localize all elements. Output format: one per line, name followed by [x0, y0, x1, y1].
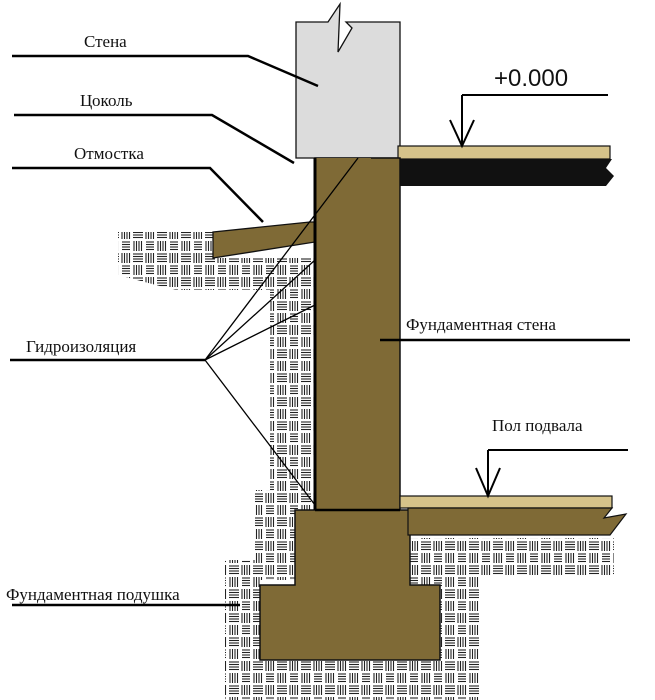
blind-area-block: [212, 221, 316, 259]
label-foundation-pad: Фундаментная подушка: [6, 585, 180, 604]
label-blind-area: Отмостка: [74, 144, 144, 163]
ground-floor-board: [397, 145, 611, 160]
label-basement-floor: Пол подвала: [492, 416, 583, 435]
basement-floor-slab: [407, 507, 628, 536]
leader-lines: [10, 54, 630, 607]
label-plinth: Цоколь: [80, 91, 133, 110]
floor-slab: [370, 159, 614, 186]
soil-hatching: [118, 232, 614, 700]
zero-level-marker: [449, 94, 608, 149]
label-waterproofing: Гидроизоляция: [26, 337, 136, 356]
label-zero-level: +0.000: [494, 65, 568, 92]
basement-floor-board: [399, 495, 613, 509]
label-foundation-wall: Фундаментная стена: [406, 315, 556, 334]
foundation-wall-block: [314, 157, 401, 511]
basement-level-marker: [475, 449, 628, 499]
label-wall: Стена: [84, 32, 127, 51]
plinth-strip: [315, 158, 371, 166]
wall-block: [295, 1, 401, 159]
